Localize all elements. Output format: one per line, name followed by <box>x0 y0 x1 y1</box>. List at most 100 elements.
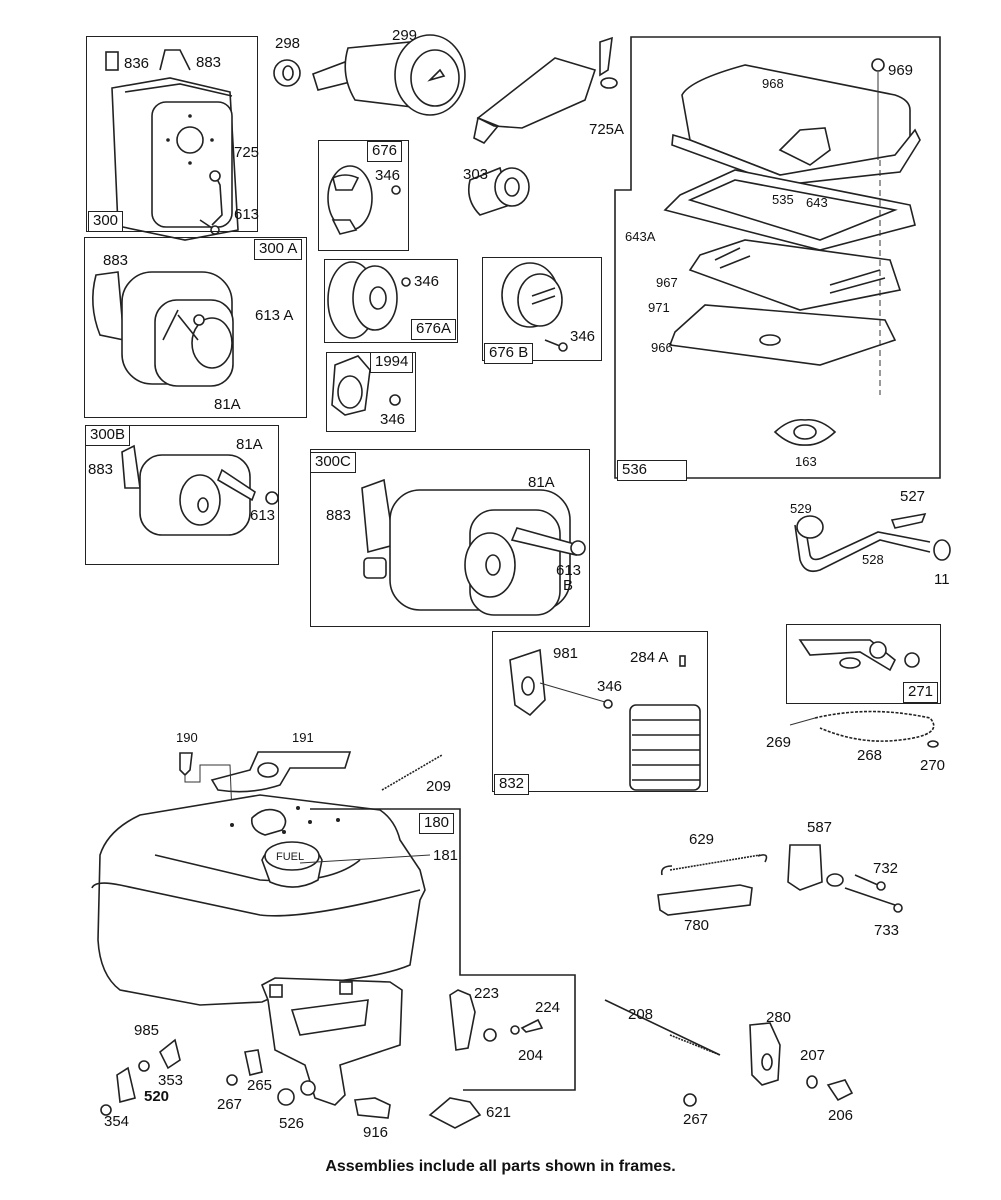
part-label-732: 732 <box>873 860 899 877</box>
part-label-346: 346 <box>380 411 406 428</box>
part-label-528: 528 <box>862 552 884 567</box>
part-label-733: 733 <box>874 922 900 939</box>
part-label-207: 207 <box>800 1047 826 1064</box>
part-label-981: 981 <box>553 645 579 662</box>
part-label-883: 883 <box>196 54 222 71</box>
part-label-346: 346 <box>597 678 623 695</box>
part-label-613A: 613 A <box>255 307 294 324</box>
frame-label-1994: 1994 <box>370 352 414 373</box>
part-label-613: 613 <box>234 206 260 223</box>
breather-tube-drawing <box>794 512 951 573</box>
part-label-181: 181 <box>433 847 459 864</box>
part-label-268: 268 <box>857 747 883 764</box>
muffler-300-drawing <box>105 49 239 241</box>
part-268-drawing <box>789 710 939 748</box>
fuel-tank-drawing: FUEL <box>91 794 431 1006</box>
part-303-drawing <box>467 166 530 216</box>
muffler-300A-drawing <box>92 271 234 387</box>
part-label-354: 354 <box>104 1113 130 1130</box>
part-676A-drawing <box>327 261 411 339</box>
muffler-300B-drawing <box>121 444 279 536</box>
part-label-299: 299 <box>392 27 418 44</box>
part-label-613: 613 <box>250 507 276 524</box>
part-label-209: 209 <box>426 778 452 795</box>
part-label-81A: 81A <box>214 396 241 413</box>
frame-label-676A: 676A <box>411 319 457 340</box>
part-label-303: 303 <box>463 166 489 183</box>
part-label-780: 780 <box>684 917 710 934</box>
part-label-916: 916 <box>363 1124 389 1141</box>
muffler-300C-drawing <box>361 478 586 616</box>
part-label-529: 529 <box>790 501 812 516</box>
control-bracket-drawing <box>260 977 403 1106</box>
part-label-81A: 81A <box>236 436 263 453</box>
part-280-drawing <box>749 1022 854 1102</box>
part-label-269: 269 <box>766 734 792 751</box>
part-label-968: 968 <box>762 76 784 91</box>
part-label-883: 883 <box>103 252 129 269</box>
part-label-11: 11 <box>934 571 950 588</box>
frame-label-300B: 300B <box>85 425 131 446</box>
part-label-629: 629 <box>689 831 715 848</box>
part-label-353: 353 <box>158 1072 184 1089</box>
part-label-163: 163 <box>795 454 817 469</box>
fuel-cap-text: FUEL <box>276 851 304 863</box>
part-271-drawing <box>798 639 920 672</box>
part-label-643A: 643A <box>625 229 656 244</box>
frame-300 <box>86 36 258 232</box>
part-label-526: 526 <box>279 1115 305 1132</box>
air-cleaner-536-drawing <box>663 58 921 446</box>
part-label-346: 346 <box>375 167 401 184</box>
part-1994-drawing <box>331 355 401 416</box>
frame-label-676B: 676 B <box>484 343 534 364</box>
part-label-224: 224 <box>535 999 561 1016</box>
diagram-caption: Assemblies include all parts shown in fr… <box>325 1158 676 1175</box>
part-label-298: 298 <box>275 35 301 52</box>
part-label-267: 267 <box>217 1096 243 1113</box>
part-label-643: 643 <box>806 195 828 210</box>
part-298-drawing <box>273 59 301 87</box>
part-label-966: 966 <box>651 340 673 355</box>
part-label-270: 270 <box>920 757 946 774</box>
part-label-613B: 613 <box>556 562 582 579</box>
part-label-520: 520 <box>144 1088 170 1105</box>
spring-629-drawing <box>657 854 768 916</box>
part-label-208: 208 <box>628 1006 654 1023</box>
part-label-967: 967 <box>656 275 678 290</box>
frame-label-300A: 300 A <box>254 239 303 260</box>
part-299-drawing <box>312 34 466 116</box>
part-832-drawing <box>509 648 701 791</box>
part-676B-drawing <box>501 262 568 352</box>
part-label-223: 223 <box>474 985 500 1002</box>
part-label-527: 527 <box>900 488 926 505</box>
part-label-204: 204 <box>518 1047 544 1064</box>
part-label-81A: 81A <box>528 474 555 491</box>
part-label-587: 587 <box>807 819 833 836</box>
frame-label-536: 536 <box>617 460 687 481</box>
frame-label-676: 676 <box>367 141 403 162</box>
frame-676A <box>324 259 458 343</box>
part-label-265: 265 <box>247 1077 273 1094</box>
part-label-883: 883 <box>88 461 114 478</box>
frame-label-180: 180 <box>419 813 455 834</box>
part-label-985: 985 <box>134 1022 160 1039</box>
part-label-190: 190 <box>176 730 198 745</box>
part-587-drawing <box>787 844 903 913</box>
part-label-883: 883 <box>326 507 352 524</box>
small-parts-drawing <box>100 1038 482 1129</box>
frame-label-832: 832 <box>494 774 530 795</box>
part-208-drawing <box>604 999 721 1107</box>
part-label-969: 969 <box>888 62 914 79</box>
part-label-621: 621 <box>486 1104 512 1121</box>
frame-676 <box>318 140 409 251</box>
part-label-971: 971 <box>648 300 670 315</box>
frame-300C <box>310 449 590 627</box>
frame-300A <box>84 237 307 418</box>
part-label-346: 346 <box>570 328 596 345</box>
frame-832 <box>492 631 708 792</box>
frame-300B <box>85 425 279 565</box>
frame-label-300C: 300C <box>310 452 356 473</box>
part-label-206: 206 <box>828 1107 854 1124</box>
part-label-725A: 725A <box>589 121 625 138</box>
